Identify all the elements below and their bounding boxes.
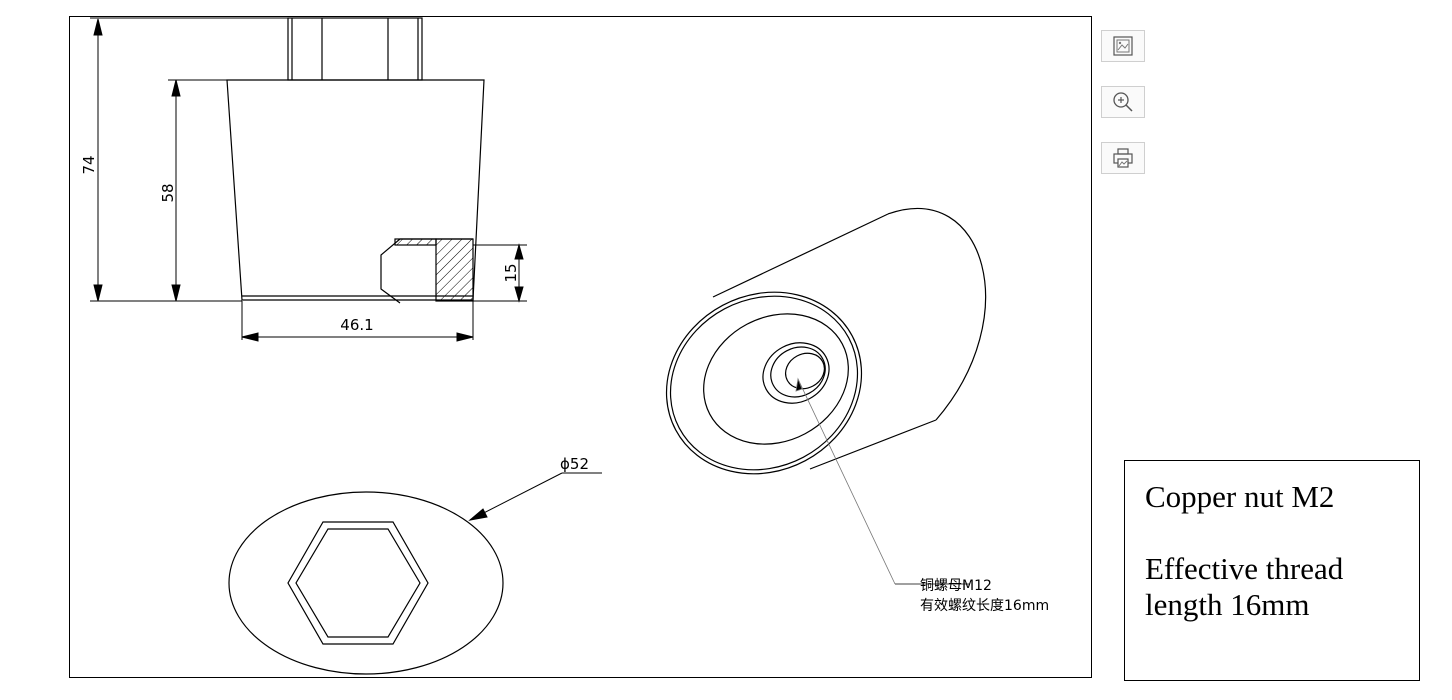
technical-drawing: 74 58 15 46.1 (69, 16, 1092, 678)
dimension-diameter-leader (468, 472, 602, 521)
side-view (226, 17, 485, 304)
fit-image-button[interactable] (1101, 30, 1145, 62)
iso-back-curve (887, 207, 987, 421)
iso-front-face-outer (665, 291, 863, 475)
insert-hatched-section (435, 238, 474, 302)
dimension-label-15: 15 (502, 263, 520, 282)
iso-bottom-edge (809, 419, 937, 470)
drawing-canvas: 74 58 15 46.1 (80, 17, 1049, 675)
dimension-label-diameter: ϕ52 (560, 455, 589, 473)
top-view (228, 491, 504, 675)
callout-leader (795, 377, 970, 585)
iso-front-face-rim (669, 295, 859, 471)
dimension-label-46-1: 46.1 (340, 316, 373, 334)
dimension-label-74: 74 (80, 155, 98, 174)
dimension-label-58: 58 (159, 183, 177, 202)
iso-counterbore (703, 313, 849, 445)
top-view-outer-circle (228, 491, 504, 675)
note-line-3: length 16mm (1145, 587, 1310, 622)
dimension-body-height (168, 79, 227, 302)
zoom-in-icon (1113, 92, 1133, 112)
fit-image-icon (1113, 36, 1133, 56)
isometric-view (665, 207, 987, 475)
note-line-1: Copper nut M2 (1145, 479, 1335, 514)
callout-line-1: 铜螺母M12 (920, 578, 992, 594)
dimension-bottom-width (241, 301, 474, 342)
hex-socket-outer (287, 521, 429, 645)
iso-insert-outer (762, 342, 830, 404)
iso-top-edge (712, 213, 889, 298)
iso-insert-inner (770, 346, 826, 398)
print-icon (1113, 148, 1133, 168)
zoom-in-button[interactable] (1101, 86, 1145, 118)
insert-thread-hatch (394, 238, 437, 246)
note-spacer (1145, 515, 1405, 551)
callout-line-2: 有效螺纹长度16mm (920, 598, 1049, 614)
note-box: Copper nut M2 Effective thread length 16… (1124, 460, 1420, 681)
dimension-insert-height (473, 243, 527, 303)
iso-thread-hole (785, 352, 825, 390)
dimension-overall-height (90, 17, 288, 302)
hex-top-outline (287, 17, 423, 81)
print-button[interactable] (1101, 142, 1145, 174)
hex-socket-inner (295, 528, 421, 638)
note-line-2: Effective thread (1145, 551, 1344, 586)
